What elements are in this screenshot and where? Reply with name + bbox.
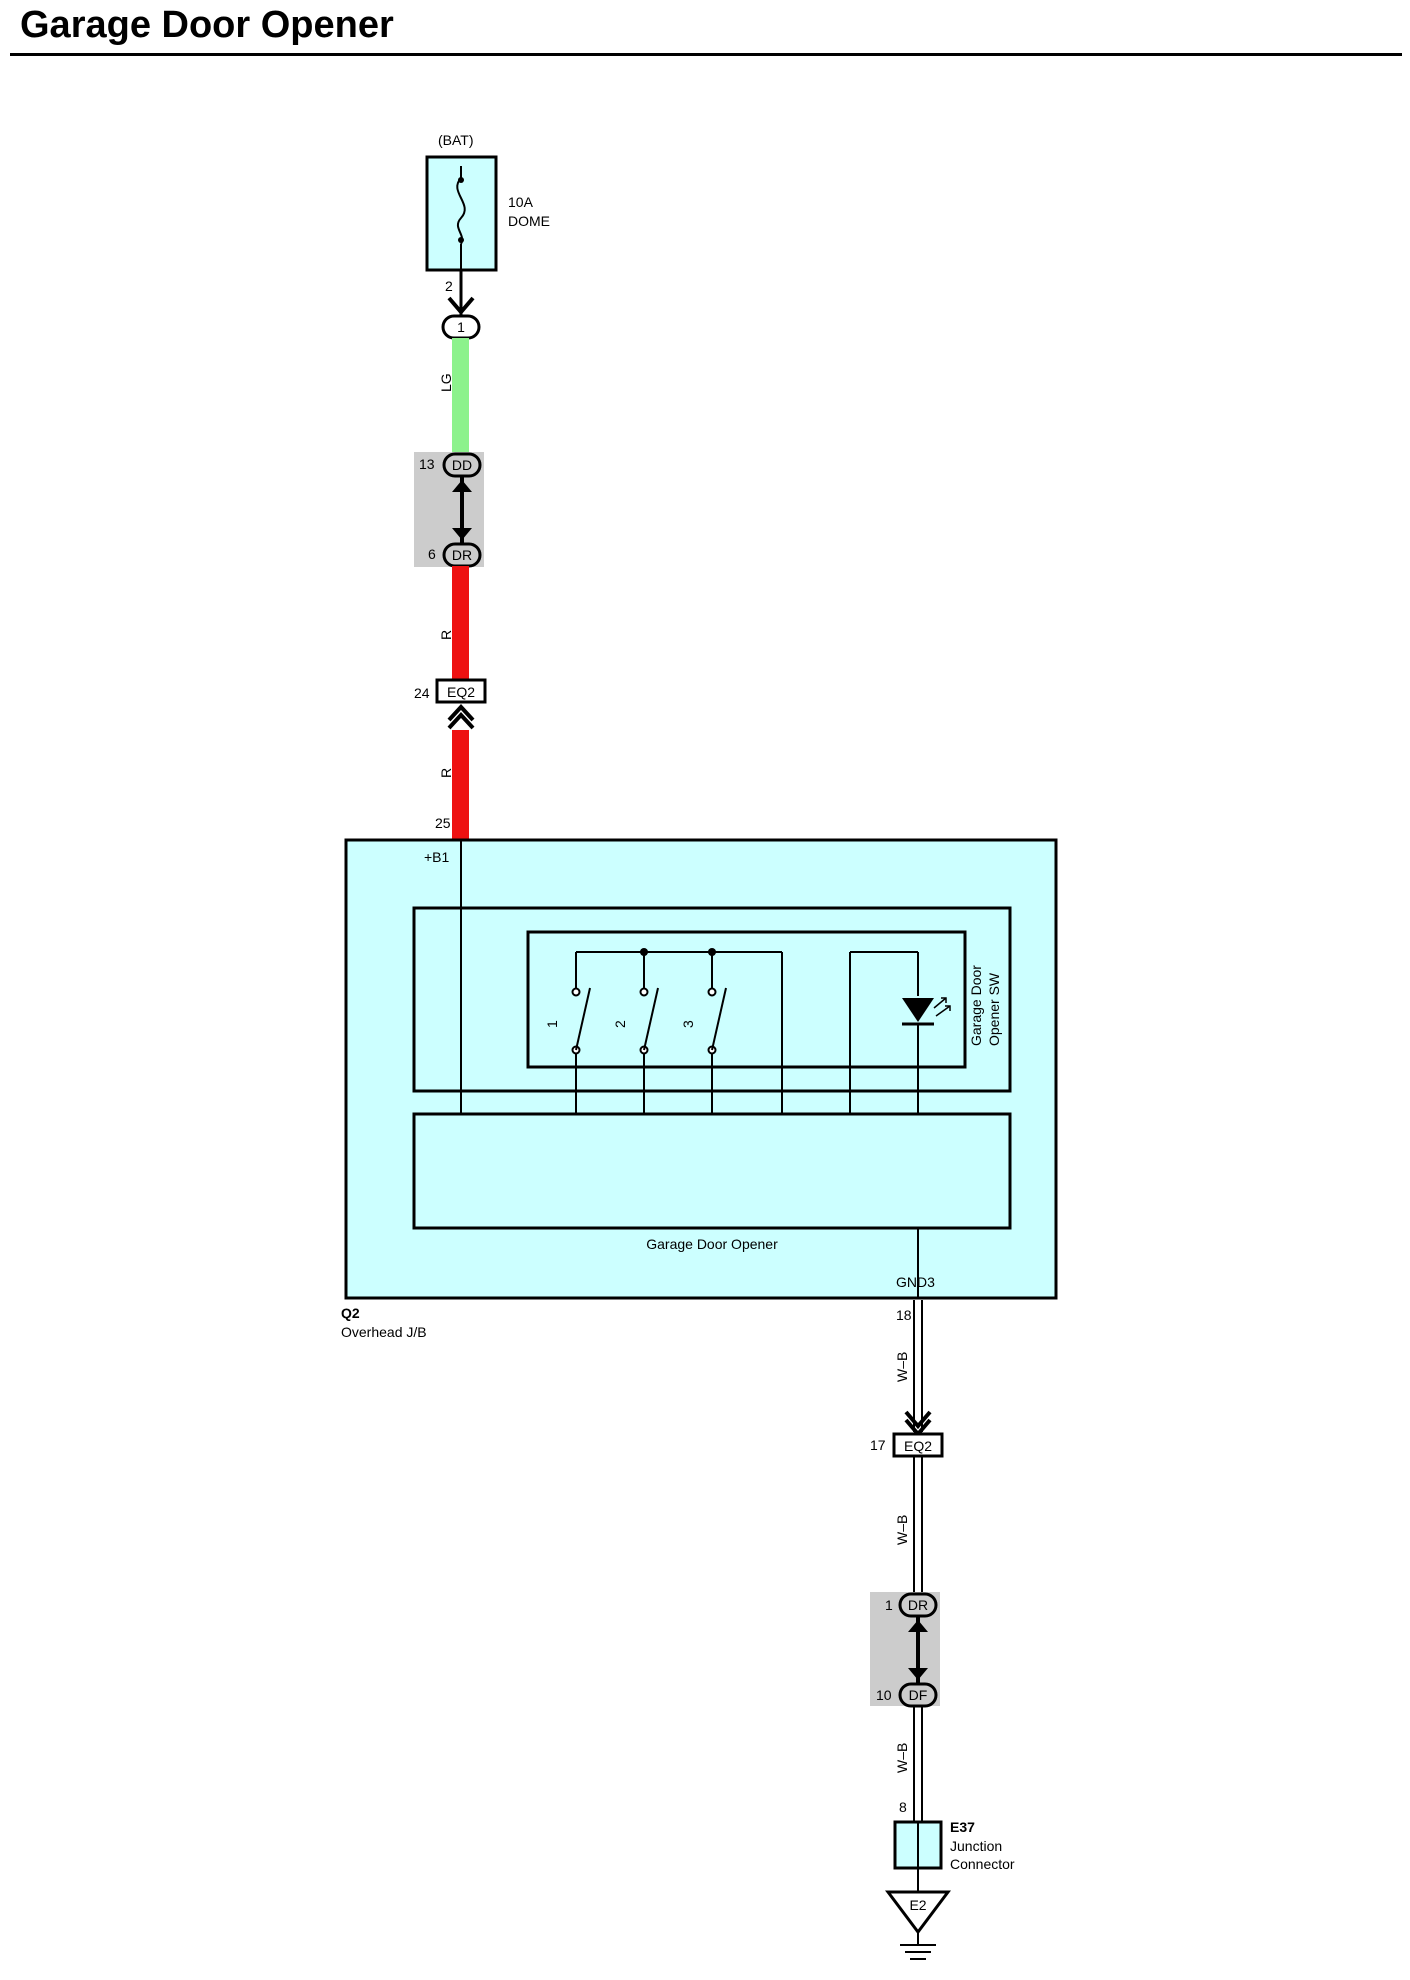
wire-r-1 — [452, 566, 469, 680]
wire-r-1-label: R — [438, 630, 454, 640]
wire-wb-3-label: W–B — [894, 1743, 910, 1773]
garage-door-opener-module — [412, 1112, 1012, 1230]
title-rule — [10, 53, 1402, 56]
ground-icon: E2 — [885, 1890, 951, 1960]
switch-3: 3 — [680, 987, 727, 1055]
svg-text:13: 13 — [419, 456, 435, 472]
wire-wb-1-label: W–B — [894, 1352, 910, 1382]
eq2-bottom-arrow-1 — [904, 1410, 932, 1430]
svg-text:1: 1 — [544, 1020, 560, 1028]
fuse-pin: 2 — [445, 278, 453, 294]
connector-eq2-bottom: 17 EQ2 — [870, 1432, 944, 1458]
junction-1: 1 — [441, 314, 481, 340]
e37-name-1: Junction — [950, 1838, 1002, 1854]
junction-dot-1 — [640, 948, 648, 956]
svg-text:DR: DR — [908, 1597, 928, 1613]
fuse-name: DOME — [508, 213, 550, 229]
fuse-rating: 10A — [508, 194, 534, 210]
wire-lg-label: LG — [438, 373, 454, 392]
wire-wb-3 — [913, 1706, 923, 1822]
q2-pin-top: 25 — [435, 815, 451, 831]
svg-text:1: 1 — [457, 319, 465, 335]
led-icon — [902, 997, 951, 1026]
switch-inner-box — [526, 930, 967, 1069]
wire-r-2-label: R — [438, 768, 454, 778]
connector-dd-dr-arrows — [452, 476, 472, 544]
wire-r-2 — [452, 730, 469, 840]
e37-pin: 8 — [899, 1799, 907, 1815]
svg-text:DF: DF — [909, 1687, 928, 1703]
eq2-top-arrow-1 — [447, 704, 475, 722]
svg-text:EQ2: EQ2 — [447, 684, 475, 700]
wire-wb-2 — [913, 1456, 923, 1596]
switch-2: 2 — [612, 987, 659, 1055]
fuse-connector-arrow — [447, 296, 475, 316]
e37-name-2: Connector — [950, 1856, 1015, 1872]
svg-text:3: 3 — [680, 1020, 696, 1028]
svg-text:17: 17 — [870, 1437, 886, 1453]
wire-wb-2-label: W–B — [894, 1515, 910, 1545]
svg-text:EQ2: EQ2 — [904, 1438, 932, 1454]
switch-label-2: Opener SW — [986, 972, 1002, 1046]
q2-name: Overhead J/B — [341, 1324, 427, 1340]
svg-text:DR: DR — [452, 547, 472, 563]
page-title: Garage Door Opener — [20, 4, 394, 46]
connector-dr-df-arrows — [908, 1616, 928, 1684]
header: Garage Door Opener — [0, 0, 1410, 60]
connector-df: 10 DF — [876, 1682, 938, 1708]
svg-text:DD: DD — [452, 457, 472, 473]
switch-wiring — [575, 951, 919, 1114]
junction-dot-2 — [708, 948, 716, 956]
wire-wb-1 — [913, 1300, 923, 1432]
connector-dr-top: 6 DR — [428, 542, 482, 568]
q2-terminal-top: +B1 — [424, 849, 450, 865]
switch-1: 1 — [544, 987, 591, 1055]
fuse-source-label: (BAT) — [438, 132, 474, 148]
svg-text:24: 24 — [414, 685, 430, 701]
q2-terminal-bottom: GND3 — [896, 1274, 935, 1290]
eq2-top-arrow-2 — [447, 712, 475, 730]
q2-code: Q2 — [341, 1305, 360, 1321]
svg-text:2: 2 — [612, 1020, 628, 1028]
fuse-icon — [456, 166, 466, 270]
connector-eq2-top: 24 EQ2 — [414, 678, 487, 704]
switch-label-1: Garage Door — [968, 965, 984, 1046]
connector-dr-bottom: 1 DR — [885, 1592, 938, 1618]
wire-lg — [452, 338, 469, 457]
svg-text:E2: E2 — [909, 1897, 926, 1913]
svg-text:1: 1 — [885, 1597, 893, 1613]
svg-text:10: 10 — [876, 1687, 892, 1703]
q2-pin-bottom: 18 — [896, 1307, 912, 1323]
svg-text:6: 6 — [428, 546, 436, 562]
garage-door-opener-label: Garage Door Opener — [646, 1236, 778, 1252]
e37-code: E37 — [950, 1819, 975, 1835]
